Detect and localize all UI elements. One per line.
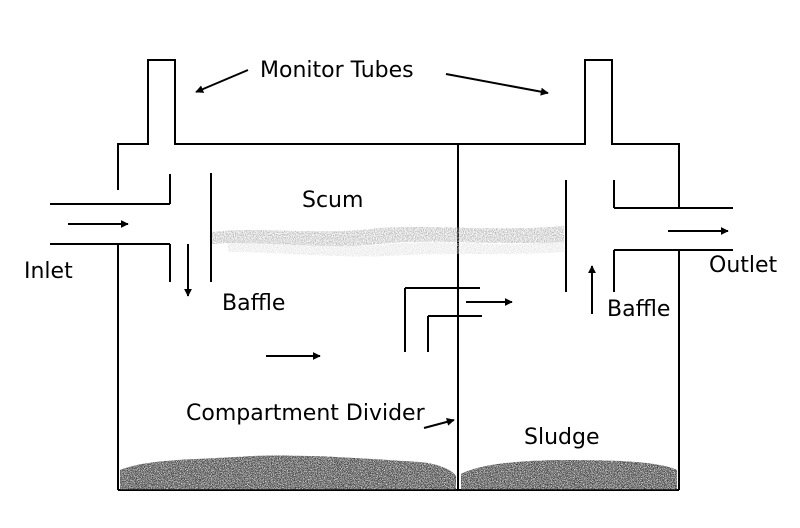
monitor-tubes-label: Monitor Tubes [260,58,414,83]
scum-layer [212,226,564,257]
scum-label: Scum [302,188,363,213]
transfer-pipe [404,287,482,352]
divider-leader [423,417,455,429]
monitor-tubes-leader-left [195,69,249,93]
inlet-label: Inlet [24,259,73,284]
compartment-divider-label: Compartment Divider [186,401,426,426]
outlet-pipe [613,180,733,292]
outlet-label: Outlet [709,253,778,278]
sludge-label: Sludge [524,425,600,450]
tank-outline [117,59,680,208]
inlet-pipe [50,174,171,282]
sludge-layer [120,455,677,490]
baffle-left-label: Baffle [222,291,285,316]
baffle-right-label: Baffle [607,297,670,322]
monitor-tubes-leader-right [445,73,549,96]
